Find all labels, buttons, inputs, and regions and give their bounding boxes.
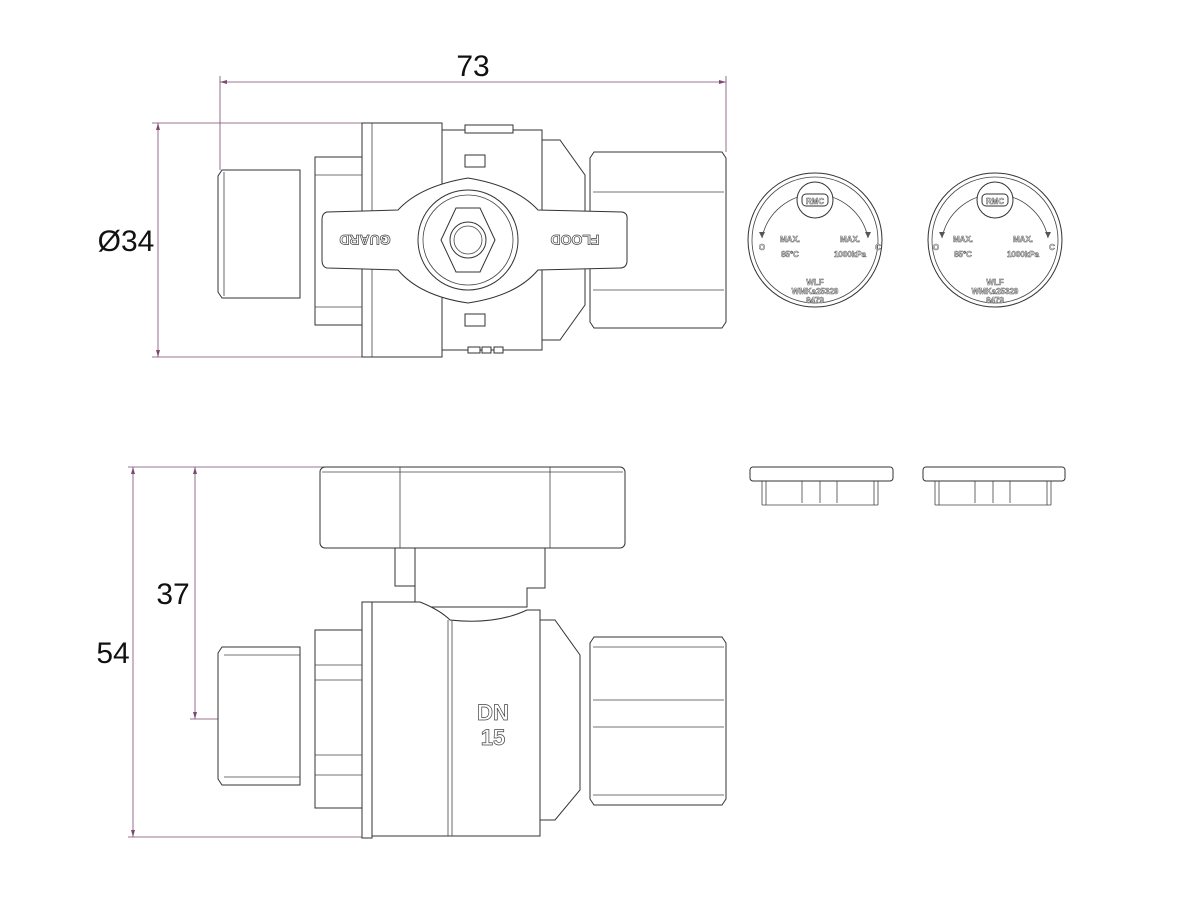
brand-mark: WLF — [986, 278, 1003, 287]
close-mark: C — [1049, 243, 1055, 252]
valve-body-side — [371, 601, 541, 837]
handle-side[interactable] — [319, 466, 626, 608]
hex-nut-side — [314, 629, 363, 809]
handle-label-flood: FLOOD — [551, 232, 600, 248]
dimension-axis-height: 37 — [156, 467, 218, 720]
temp-label: MAX. — [953, 235, 973, 244]
close-mark: C — [875, 243, 881, 252]
licence-number: WMKa25329 — [972, 287, 1019, 296]
open-mark: O — [759, 243, 765, 252]
handle-label-guard: GUARD — [339, 232, 390, 248]
dimension-diameter-label: Ø34 — [98, 225, 155, 258]
cap-face-2: RMC O C MAX. 85°C MAX. 1000kPa WLF WMKa2… — [927, 172, 1063, 308]
cap-code: 8479 — [986, 296, 1004, 305]
licence-number: WMKa25329 — [792, 287, 839, 296]
dimension-diameter: Ø34 — [98, 122, 362, 358]
temp-label: MAX. — [780, 235, 800, 244]
dimension-axis-height-label: 37 — [156, 578, 189, 611]
dimension-total-height-label: 54 — [96, 637, 129, 670]
cap-logo: RMC — [806, 197, 824, 206]
pressure-value: 1000kPa — [1007, 250, 1040, 259]
side-view: 54 37 DN 15 — [96, 466, 727, 839]
cap-side-2 — [922, 466, 1066, 506]
body-marking-dn: DN — [477, 700, 509, 725]
butterfly-handle[interactable]: GUARD FLOOD — [321, 154, 628, 327]
body-marking-size: 15 — [481, 725, 505, 750]
cap-code: 8479 — [806, 296, 824, 305]
dimension-length-label: 73 — [456, 50, 489, 83]
brand-mark: WLF — [806, 278, 823, 287]
cap-side-1 — [749, 466, 894, 506]
female-hex-side — [589, 636, 727, 806]
male-thread-side — [217, 646, 301, 786]
cap-face-1: RMC O C MAX. 85°C MAX. 1000kPa WLF WMKa2… — [747, 172, 883, 308]
cap-logo: RMC — [986, 197, 1004, 206]
pressure-label: MAX. — [840, 235, 860, 244]
open-mark: O — [933, 243, 939, 252]
temp-value: 85°C — [954, 250, 972, 259]
dimension-length: 73 — [219, 50, 727, 170]
body-collar-side — [539, 619, 581, 821]
pressure-label: MAX. — [1013, 235, 1033, 244]
temp-value: 85°C — [781, 250, 799, 259]
male-thread — [217, 169, 301, 299]
top-view: 73 Ø34 — [98, 50, 727, 358]
pressure-value: 1000kPa — [834, 250, 867, 259]
